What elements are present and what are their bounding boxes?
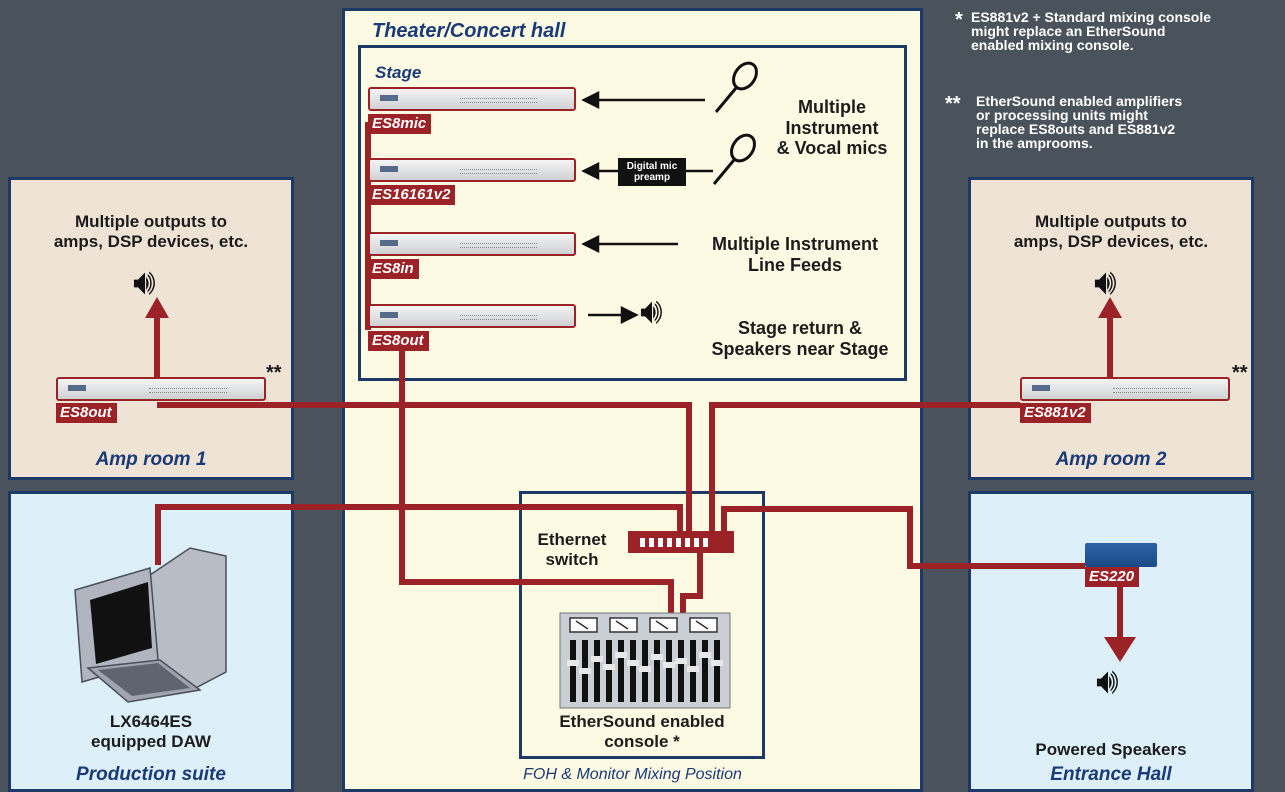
stage-device-rack [368, 232, 576, 256]
amp1-outputs-label: Multiple outputs to amps, DSP devices, e… [53, 212, 249, 251]
line-feeds-label: Multiple Instrument Line Feeds [712, 234, 878, 275]
digital-mic-preamp [618, 158, 686, 186]
amp2-title: Amp room 2 [1055, 449, 1167, 470]
stage-device-tag: ES8in [368, 259, 419, 279]
amp2-outputs-label: Multiple outputs to amps, DSP devices, e… [1013, 212, 1209, 251]
theater-hall-title: Theater/Concert hall [372, 20, 566, 42]
mics-label: Multiple Instrument & Vocal mics [776, 97, 888, 159]
amp2-device-tag: ES881v2 [1020, 403, 1091, 423]
stage-device-tag: ES8mic [368, 114, 432, 134]
stage-device-tag: ES8out [368, 331, 429, 351]
entrance-device-tag: ES220 [1085, 567, 1140, 587]
entrance-caption: Powered Speakers [1035, 740, 1187, 759]
stage-title: Stage [375, 63, 422, 82]
amp1-device-rack [56, 377, 266, 401]
stage-device-rack [368, 158, 576, 182]
production-caption: LX6464ES equipped DAW [91, 712, 211, 751]
stage-device-tag: ES16161v2 [368, 185, 456, 205]
foh-mixing-position [519, 491, 765, 759]
amp1-marker: ** [266, 362, 282, 384]
ethernet-switch-label: Ethernet switch [537, 530, 607, 569]
speaker-icon: 🔊︎ [640, 290, 663, 331]
preamp-label: Digital mic preamp [626, 161, 678, 183]
note1: ES881v2 + Standard mixing console might … [971, 9, 1212, 53]
note1-marker: * [955, 9, 963, 31]
stage-returns-label: Stage return & Speakers near Stage [711, 318, 889, 359]
speaker-icon: 🔊︎ [133, 261, 156, 302]
amp2-marker: ** [1232, 362, 1248, 384]
note2-marker: ** [945, 93, 961, 115]
console-label: EtherSound enabled console * [559, 712, 725, 751]
entrance-title: Entrance Hall [1050, 764, 1172, 785]
production-suite [8, 491, 294, 792]
amp2-device-rack [1020, 377, 1230, 401]
amp1-device-tag: ES8out [56, 403, 117, 423]
speaker-icon: 🔊︎ [1094, 261, 1117, 302]
amp-room-1 [8, 177, 294, 480]
speaker-icon: 🔊︎ [1096, 660, 1119, 701]
stage-device-rack [368, 87, 576, 111]
foh-title: FOH & Monitor Mixing Position [523, 766, 742, 783]
amp1-title: Amp room 1 [95, 449, 207, 470]
stage-area [358, 45, 907, 381]
es220-device [1085, 543, 1157, 567]
note2: EtherSound enabled amplifiers or process… [976, 93, 1183, 151]
production-title: Production suite [76, 764, 226, 785]
stage-device-rack [368, 304, 576, 328]
